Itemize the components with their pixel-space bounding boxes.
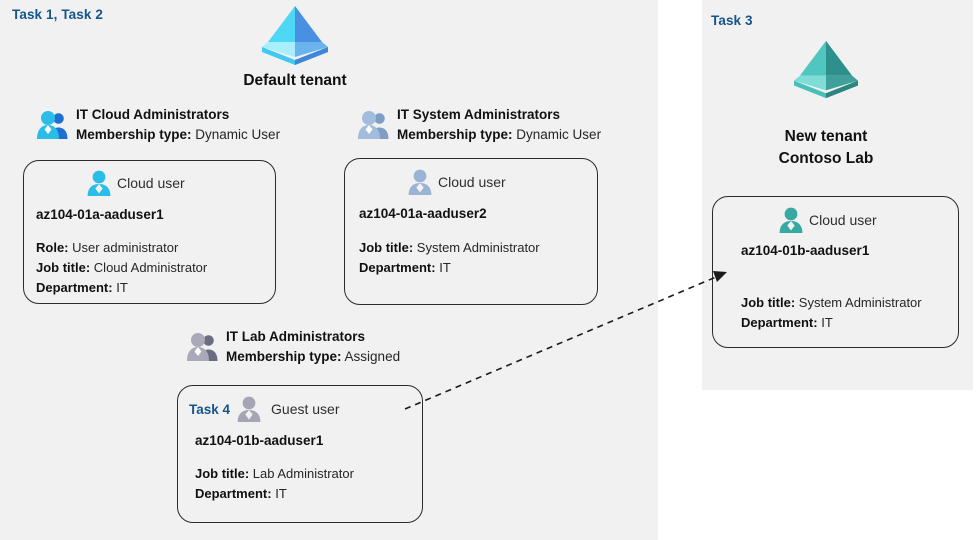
attr-row: Job title: Cloud Administrator — [36, 258, 275, 278]
attr-label: Department: — [741, 314, 818, 330]
membership-label: Membership type: — [397, 127, 513, 143]
user-principal-name: az104-01a-aaduser2 — [359, 206, 487, 221]
attr-value: IT — [116, 279, 128, 295]
user-attributes: Job title: System Administrator Departme… — [741, 293, 958, 333]
guest-user-icon — [236, 395, 262, 423]
attr-label: Department: — [359, 259, 436, 275]
membership-label: Membership type: — [226, 349, 342, 365]
attr-label: Job title: — [741, 295, 796, 310]
attr-value: IT — [275, 485, 287, 501]
attr-value: User administrator — [72, 240, 179, 255]
cloud-user-icon — [86, 169, 112, 197]
card-user-header: Cloud user — [407, 168, 597, 196]
attr-value: IT — [439, 259, 451, 275]
attr-value: Cloud Administrator — [93, 259, 208, 275]
user-kind: Cloud user — [117, 175, 185, 191]
user-principal-name: az104-01a-aaduser1 — [36, 207, 164, 222]
membership-value: Dynamic User — [195, 127, 281, 143]
card-user-header: Cloud user — [778, 206, 958, 234]
group-users-icon — [357, 109, 391, 141]
new-tenant-title-line1: New tenant — [784, 128, 868, 145]
attr-value: System Administrator — [416, 240, 540, 255]
user-attributes: Role: User administrator Job title: Clou… — [36, 238, 275, 297]
attr-label: Department: — [36, 279, 113, 295]
azure-tenant-pyramid-icon — [256, 2, 334, 68]
task-label-3: Task 3 — [711, 13, 753, 28]
task-label-4: Task 4 — [189, 401, 231, 417]
attr-label: Job title: — [359, 240, 414, 255]
group-it-cloud-administrators: IT Cloud Administrators Membership type:… — [36, 105, 280, 146]
user-card-az104-01a-aaduser2: Cloud user az104-01a-aaduser2 Job title:… — [344, 158, 598, 305]
user-kind: Guest user — [271, 401, 340, 417]
attr-label: Role: — [36, 240, 69, 255]
cloud-user-icon — [407, 168, 433, 196]
user-card-az104-01b-aaduser1-new-tenant: Cloud user az104-01b-aaduser1 Job title:… — [712, 196, 959, 348]
membership-value: Dynamic User — [516, 127, 602, 143]
attr-row: Department: IT — [36, 278, 275, 298]
user-attributes: Job title: Lab Administrator Department:… — [195, 464, 422, 504]
azure-tenant-pyramid-icon — [788, 37, 864, 101]
attr-value: System Administrator — [798, 295, 922, 310]
new-tenant-title: New tenant Contoso Lab — [726, 126, 926, 171]
group-membership: Membership type: Dynamic User — [76, 125, 280, 145]
user-card-az104-01a-aaduser1: Cloud user az104-01a-aaduser1 Role: User… — [23, 160, 276, 304]
membership-value: Assigned — [344, 349, 401, 365]
card-user-header: Cloud user — [86, 169, 275, 197]
group-name: IT System Administrators — [397, 107, 561, 122]
group-membership: Membership type: Assigned — [226, 347, 400, 367]
new-tenant-title-line2: Contoso Lab — [778, 150, 874, 168]
user-kind: Cloud user — [438, 174, 506, 190]
user-attributes: Job title: System Administrator Departme… — [359, 238, 597, 278]
group-users-icon — [186, 331, 220, 363]
attr-row: Job title: System Administrator — [359, 238, 597, 258]
attr-row: Department: IT — [195, 484, 422, 504]
attr-row: Department: IT — [359, 258, 597, 278]
default-tenant-title: Default tenant — [243, 72, 347, 89]
user-principal-name: az104-01b-aaduser1 — [741, 243, 870, 258]
attr-label: Job title: — [195, 466, 250, 481]
group-membership: Membership type: Dynamic User — [397, 125, 601, 145]
group-it-lab-administrators: IT Lab Administrators Membership type: A… — [186, 327, 400, 368]
user-card-az104-01b-aaduser1-guest: Task 4 Guest user az104-01b-aaduser1 Job… — [177, 385, 423, 523]
card-user-header: Task 4 Guest user — [189, 395, 422, 423]
attr-label: Department: — [195, 485, 272, 501]
group-it-system-administrators: IT System Administrators Membership type… — [357, 105, 601, 146]
task-label-1-2: Task 1, Task 2 — [12, 7, 103, 22]
attr-value: IT — [821, 314, 833, 330]
user-kind: Cloud user — [809, 212, 877, 228]
group-users-icon — [36, 109, 70, 141]
group-name: IT Lab Administrators — [226, 329, 366, 344]
attr-label: Job title: — [36, 259, 91, 275]
membership-label: Membership type: — [76, 127, 192, 143]
group-name: IT Cloud Administrators — [76, 107, 230, 122]
cloud-user-icon — [778, 206, 804, 234]
attr-row: Role: User administrator — [36, 238, 275, 258]
user-principal-name: az104-01b-aaduser1 — [195, 433, 324, 448]
attr-row: Job title: System Administrator — [741, 293, 958, 313]
attr-row: Job title: Lab Administrator — [195, 464, 422, 484]
attr-row: Department: IT — [741, 313, 958, 333]
attr-value: Lab Administrator — [252, 466, 354, 481]
